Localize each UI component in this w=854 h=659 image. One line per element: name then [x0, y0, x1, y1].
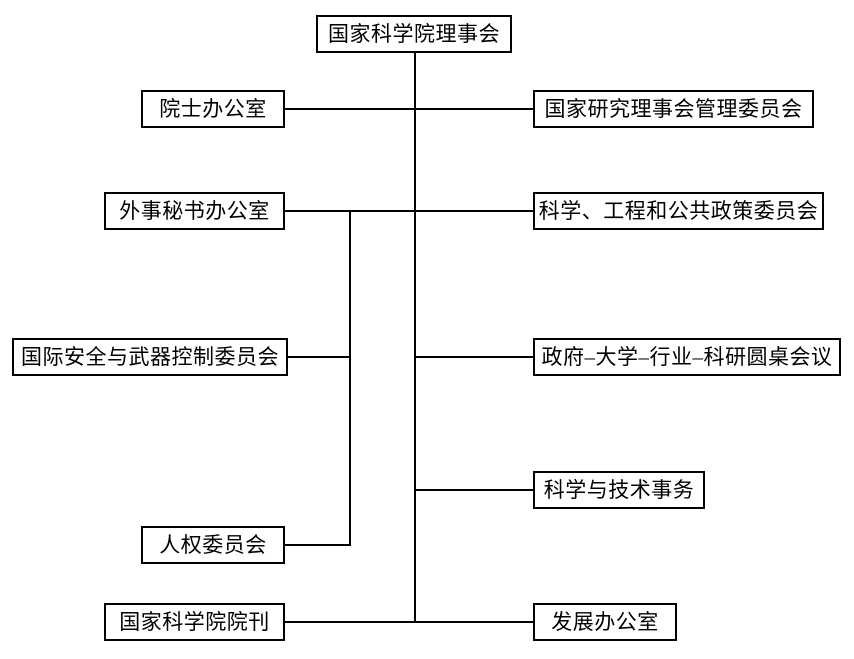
node-label: 院士办公室	[159, 96, 267, 121]
node-science-technology-affairs[interactable]: 科学与技术事务	[533, 471, 705, 509]
connector-row-academicians	[285, 108, 533, 110]
secondary-vertical-trunk	[349, 210, 351, 546]
node-human-rights-committee[interactable]: 人权委员会	[141, 526, 285, 564]
node-label: 科学、工程和公共政策委员会	[538, 198, 819, 223]
node-science-engineering-public-policy[interactable]: 科学、工程和公共政策委员会	[533, 192, 824, 230]
connector-row-human-rights	[285, 544, 351, 546]
node-office-of-academicians[interactable]: 院士办公室	[141, 90, 285, 128]
node-label: 发展办公室	[551, 609, 659, 634]
node-label: 政府–大学–行业–科研圆桌会议	[541, 344, 833, 369]
connector-row-foreign-secretary	[285, 210, 533, 212]
node-intl-security-arms-control[interactable]: 国际安全与武器控制委员会	[12, 338, 288, 376]
main-vertical-trunk	[414, 53, 416, 622]
connector-row-science-tech-affairs	[414, 489, 533, 491]
connector-row-bottom	[285, 621, 533, 623]
node-national-research-council-governing-board[interactable]: 国家研究理事会管理委员会	[533, 90, 814, 128]
node-label: 科学与技术事务	[543, 477, 695, 502]
node-governing-board-root[interactable]: 国家科学院理事会	[316, 15, 512, 53]
node-academy-journal[interactable]: 国家科学院院刊	[104, 603, 285, 641]
node-development-office[interactable]: 发展办公室	[533, 603, 677, 641]
node-label: 国家科学院院刊	[119, 609, 270, 634]
node-label: 人权委员会	[159, 532, 267, 557]
node-label: 国家科学院理事会	[328, 21, 500, 46]
connector-row-roundtable	[414, 356, 533, 358]
node-gov-univ-industry-roundtable[interactable]: 政府–大学–行业–科研圆桌会议	[533, 338, 841, 376]
node-foreign-secretary-office[interactable]: 外事秘书办公室	[104, 192, 285, 230]
node-label: 外事秘书办公室	[119, 198, 270, 223]
node-label: 国家研究理事会管理委员会	[544, 96, 803, 121]
connector-row-intl-security	[288, 356, 351, 358]
node-label: 国际安全与武器控制委员会	[21, 344, 279, 369]
